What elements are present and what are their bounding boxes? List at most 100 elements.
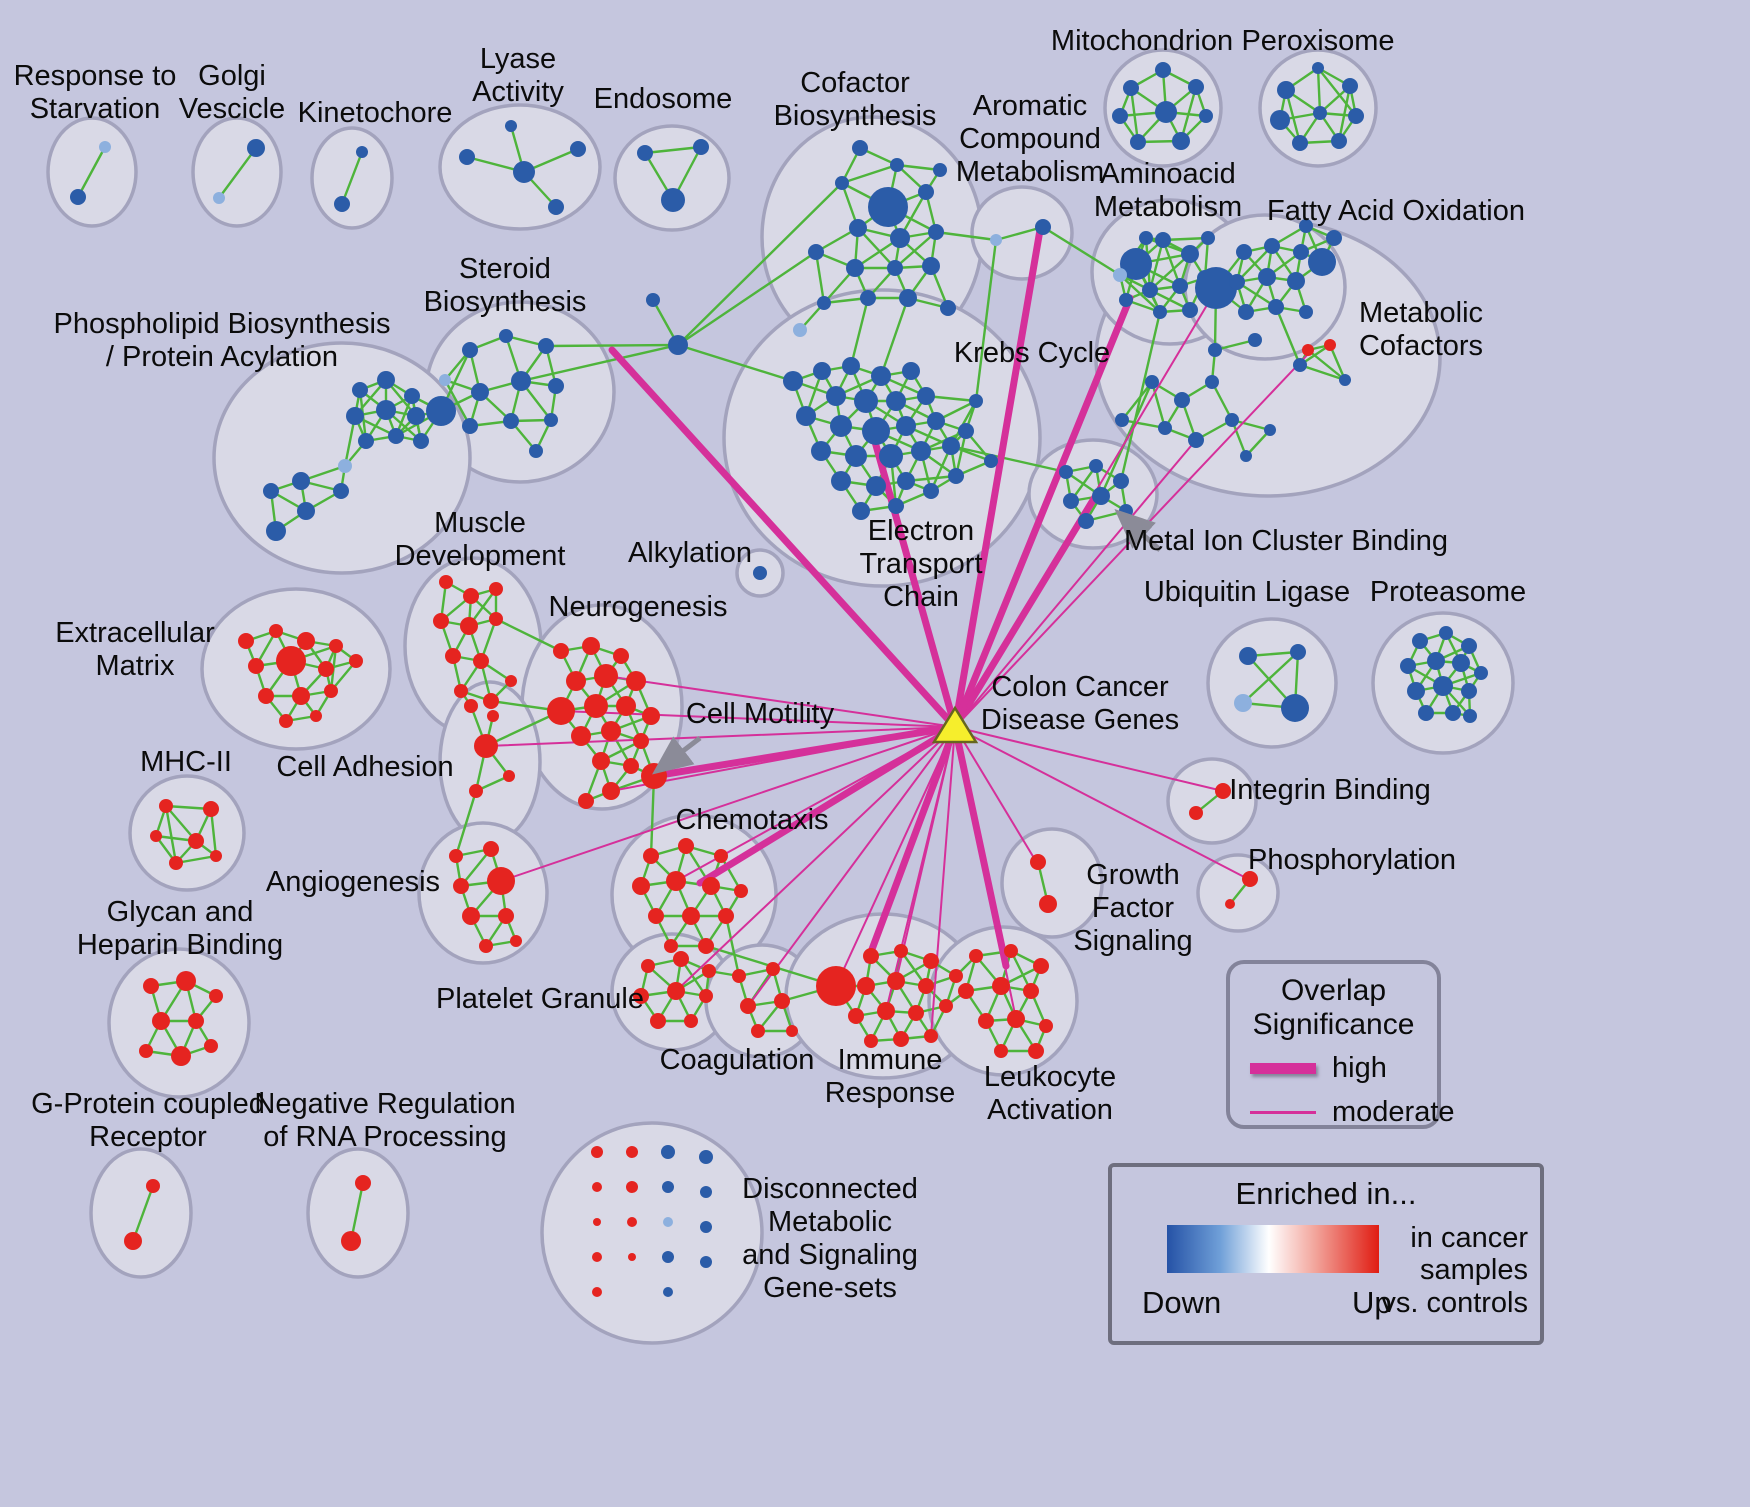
gene-set-node xyxy=(210,850,222,862)
gene-set-node xyxy=(888,498,904,514)
cluster-mhc-ii xyxy=(128,774,246,892)
metal-ion-pointer-arrow-icon xyxy=(1114,508,1162,552)
gene-set-node xyxy=(592,752,610,770)
gene-set-node xyxy=(266,521,286,541)
gene-set-node xyxy=(1195,267,1237,309)
gene-set-node xyxy=(591,1146,603,1158)
gene-set-node xyxy=(462,418,478,434)
gene-set-node xyxy=(668,335,688,355)
gene-set-node xyxy=(871,366,891,386)
gene-set-node xyxy=(547,697,575,725)
overlap-high-row: high xyxy=(1250,1054,1387,1083)
gene-set-node xyxy=(923,483,939,499)
gene-set-node xyxy=(1277,81,1295,99)
gene-set-node xyxy=(868,187,908,227)
gene-set-node xyxy=(852,502,870,520)
gene-set-node xyxy=(263,483,279,499)
moderate-significance-line-swatch xyxy=(1250,1111,1316,1114)
gene-set-node xyxy=(584,694,608,718)
gene-set-node xyxy=(899,289,917,307)
significance-edge-moderate xyxy=(747,726,956,1007)
significance-edge-moderate xyxy=(485,726,956,747)
gene-set-node xyxy=(917,387,935,405)
gene-set-node xyxy=(355,1175,371,1191)
green-edge xyxy=(1241,650,1300,705)
cluster-glycan-heparin-binding xyxy=(107,947,251,1099)
gene-set-node xyxy=(1248,333,1262,347)
gene-set-node xyxy=(893,1031,909,1047)
gene-set-node xyxy=(453,878,469,894)
gene-set-node xyxy=(1028,1043,1044,1059)
gene-set-node xyxy=(439,374,451,386)
gene-set-node xyxy=(505,675,517,687)
gene-set-node xyxy=(324,684,338,698)
gene-set-node xyxy=(939,999,953,1013)
gene-set-node xyxy=(176,971,196,991)
gene-set-node xyxy=(643,848,659,864)
green-edge xyxy=(814,250,826,305)
gene-set-node xyxy=(463,588,479,604)
green-edge xyxy=(856,226,897,270)
gene-set-node xyxy=(204,1039,218,1053)
label-phospholipid-biosynthesis: Phospholipid Biosynthesis/ Protein Acyla… xyxy=(54,308,391,373)
gene-set-node xyxy=(835,176,849,190)
gene-set-node xyxy=(338,459,352,473)
gene-set-node xyxy=(662,1251,674,1263)
gene-set-node xyxy=(877,1002,895,1020)
gene-set-node xyxy=(650,1013,666,1029)
gene-set-node xyxy=(1400,658,1416,674)
gene-set-node xyxy=(553,643,569,659)
significance-edge-moderate xyxy=(675,726,956,992)
gene-set-node xyxy=(474,734,498,758)
gene-set-node xyxy=(879,444,903,468)
gene-set-node xyxy=(857,977,875,995)
gene-set-node xyxy=(1215,783,1231,799)
cell-motility-pointer-arrow-icon xyxy=(652,736,702,775)
gene-set-node xyxy=(908,1005,924,1021)
gene-set-node xyxy=(923,953,939,969)
gene-set-node xyxy=(70,189,86,205)
gene-set-node xyxy=(570,141,586,157)
green-edge xyxy=(1120,418,1167,430)
gene-set-node xyxy=(333,483,349,499)
green-edge xyxy=(1120,380,1154,422)
gene-set-node xyxy=(1339,374,1351,386)
gene-set-node xyxy=(548,199,564,215)
gene-set-node xyxy=(505,120,517,132)
gene-set-node xyxy=(890,158,904,172)
gene-set-node xyxy=(1033,958,1049,974)
gene-set-node xyxy=(1119,293,1133,307)
gene-set-node xyxy=(139,1044,153,1058)
gene-set-node xyxy=(99,141,111,153)
gene-set-node xyxy=(1089,459,1103,473)
gene-set-node xyxy=(188,833,204,849)
gene-set-node xyxy=(1407,682,1425,700)
gene-set-node xyxy=(592,1252,602,1262)
gene-set-node xyxy=(1258,268,1276,286)
label-angiogenesis: Angiogenesis xyxy=(266,866,440,898)
gene-set-node xyxy=(626,671,646,691)
significance-edge-moderate xyxy=(954,726,1017,1020)
gene-set-node xyxy=(356,146,368,158)
enrichment-context-note: in cancer samples vs. controls xyxy=(1381,1222,1528,1319)
gene-set-node xyxy=(1188,79,1204,95)
gene-set-node xyxy=(213,192,225,204)
significance-edge-moderate xyxy=(835,726,956,987)
gene-set-node xyxy=(1039,1019,1053,1033)
gene-set-node xyxy=(928,224,944,240)
gene-set-node xyxy=(1331,133,1347,149)
gene-set-node xyxy=(699,989,713,1003)
gene-set-node xyxy=(473,653,489,669)
gene-set-node xyxy=(1461,683,1477,699)
gene-set-node xyxy=(489,612,503,626)
gene-set-node xyxy=(1004,944,1018,958)
gene-set-node xyxy=(969,949,983,963)
green-edge xyxy=(1148,238,1165,292)
gene-set-node xyxy=(864,1034,878,1048)
green-edge xyxy=(893,230,938,270)
gene-set-node xyxy=(693,139,709,155)
gene-set-node xyxy=(992,977,1010,995)
